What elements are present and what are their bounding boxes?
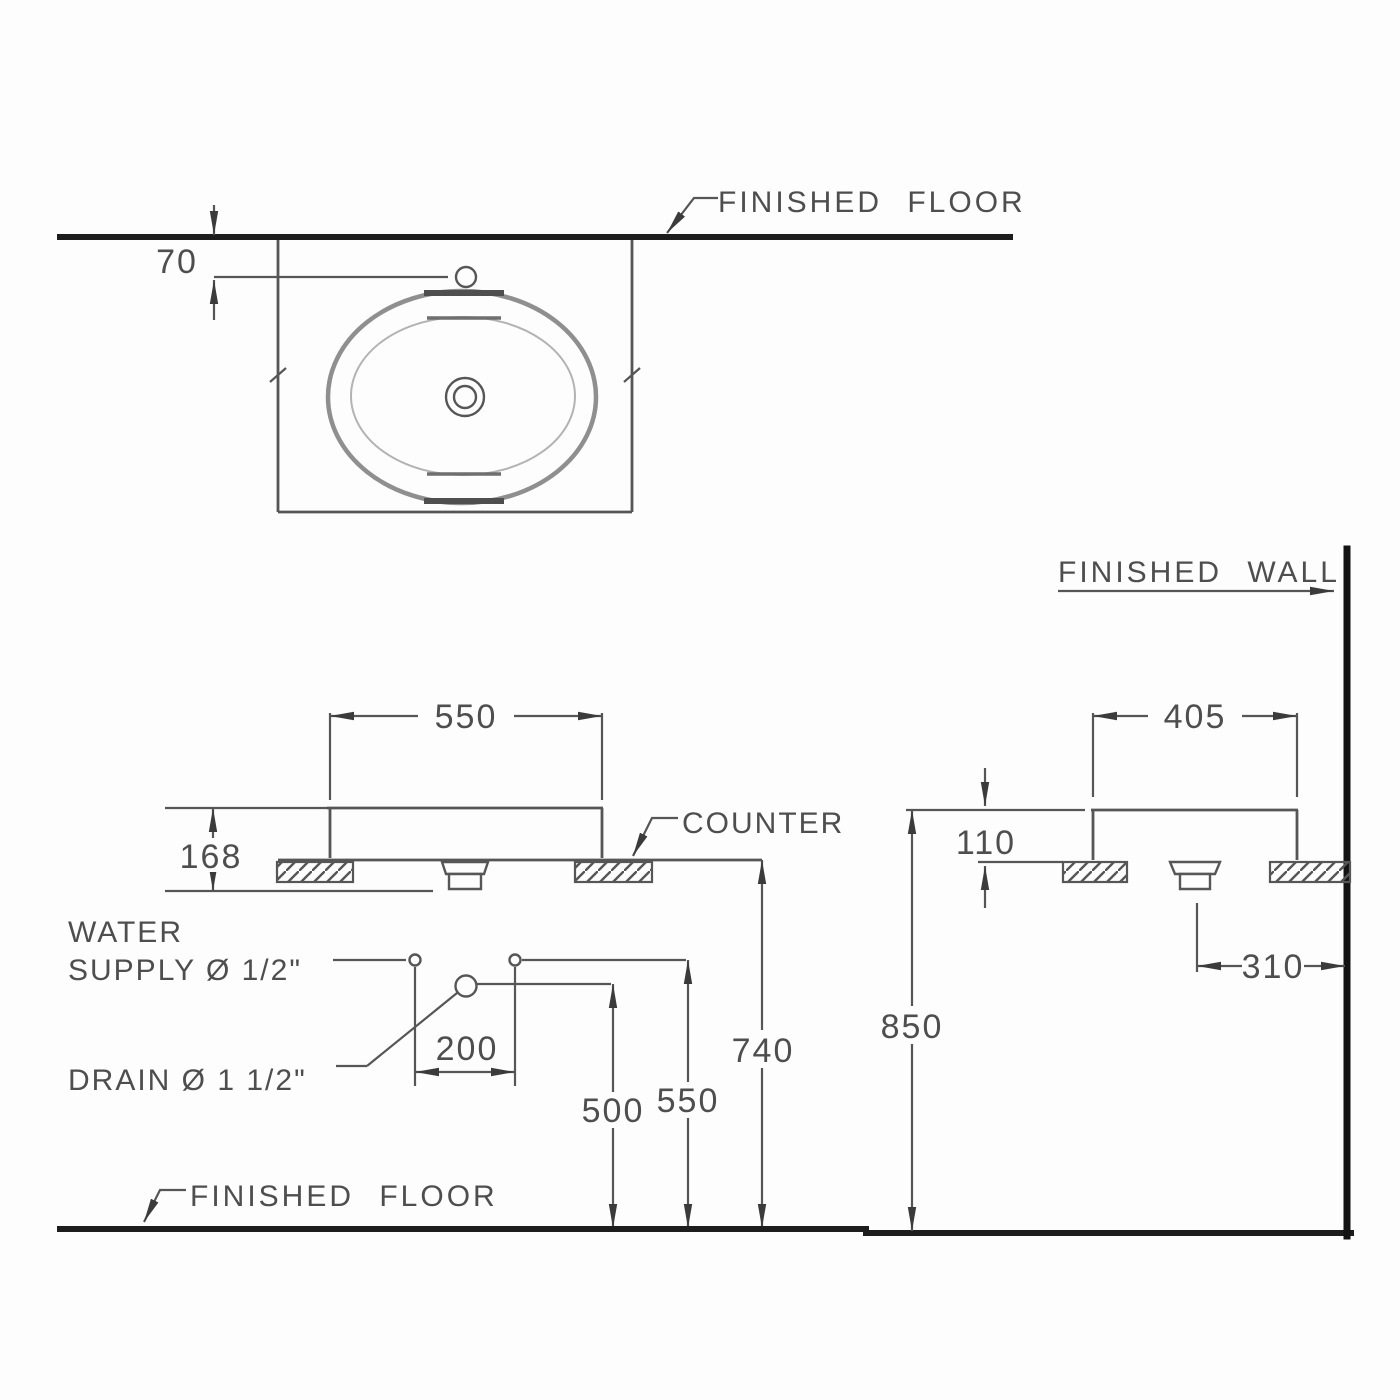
counter-section-side-right: [1268, 860, 1352, 884]
basin-depth-dim: 405: [1164, 698, 1227, 736]
finished-floor-leader-top: [666, 196, 718, 234]
counter-leader: [632, 816, 678, 857]
counter-section-left: [275, 860, 355, 884]
counter-section-side-left: [1061, 860, 1129, 884]
drain-to-wall-dim-bg: [1242, 948, 1304, 984]
water-supply-left: [408, 953, 422, 967]
plan-right-break-tick: [623, 367, 641, 383]
drain-outlet: [454, 974, 478, 998]
counter-height-dim: 740: [732, 1032, 795, 1070]
rim-above-counter-dim-bg: [952, 824, 1020, 858]
basin-width-dim: 550: [435, 698, 498, 736]
rim-above-counter-dim: 110: [956, 824, 1016, 862]
basin-height-dim: 168: [180, 838, 243, 876]
side-view: FINISHED WALL 405 110 310 850: [881, 545, 1352, 1240]
width-dim-bg: [418, 696, 514, 734]
water-supply-right: [508, 953, 522, 967]
counter-height-dim-bg: [733, 1030, 793, 1068]
finished-floor-leader-bottom: [143, 1188, 186, 1223]
drain-flange-front: [440, 860, 490, 876]
drain-body-side: [1178, 872, 1212, 891]
drain-height-dim-bg: [584, 1092, 644, 1128]
finished-wall-label: FINISHED WALL: [1058, 556, 1340, 589]
rim-height-dim-bg: [882, 1006, 942, 1044]
finished-floor-label-top: FINISHED FLOOR: [718, 186, 1026, 219]
rim-height-dim: 850: [881, 1008, 944, 1046]
counter-label: COUNTER: [682, 807, 844, 840]
supply-height-dim: 550: [657, 1082, 720, 1120]
drain-leader-diagonal: [366, 992, 458, 1067]
height-dim-bg: [180, 838, 242, 872]
water-supply-label-line2: SUPPLY Ø 1/2": [68, 954, 302, 987]
drain-hole-inner: [452, 384, 478, 410]
plan-left-break-tick: [269, 367, 287, 383]
drain-flange-side: [1168, 860, 1222, 876]
faucet-hole: [454, 265, 478, 289]
top-view: FINISHED FLOOR 70: [57, 186, 1026, 514]
faucet-offset-dim: 70: [156, 243, 198, 281]
drain-to-wall-dim: 310: [1242, 948, 1305, 986]
supply-height-dim-bg: [658, 1082, 718, 1118]
drain-height-dim: 500: [582, 1092, 645, 1130]
water-supply-label-line1: WATER: [68, 916, 183, 949]
front-view: 550 168 COUNTER WATER SUPPLY Ø 1/2" DR: [57, 696, 1354, 1236]
counter-section-right: [573, 860, 654, 884]
depth-dim-bg: [1148, 696, 1242, 734]
finished-floor-label-bottom: FINISHED FLOOR: [190, 1180, 498, 1213]
supply-spacing-dim: 200: [436, 1030, 499, 1068]
drain-body-front: [447, 872, 483, 891]
drain-label: DRAIN Ø 1 1/2": [68, 1064, 307, 1097]
